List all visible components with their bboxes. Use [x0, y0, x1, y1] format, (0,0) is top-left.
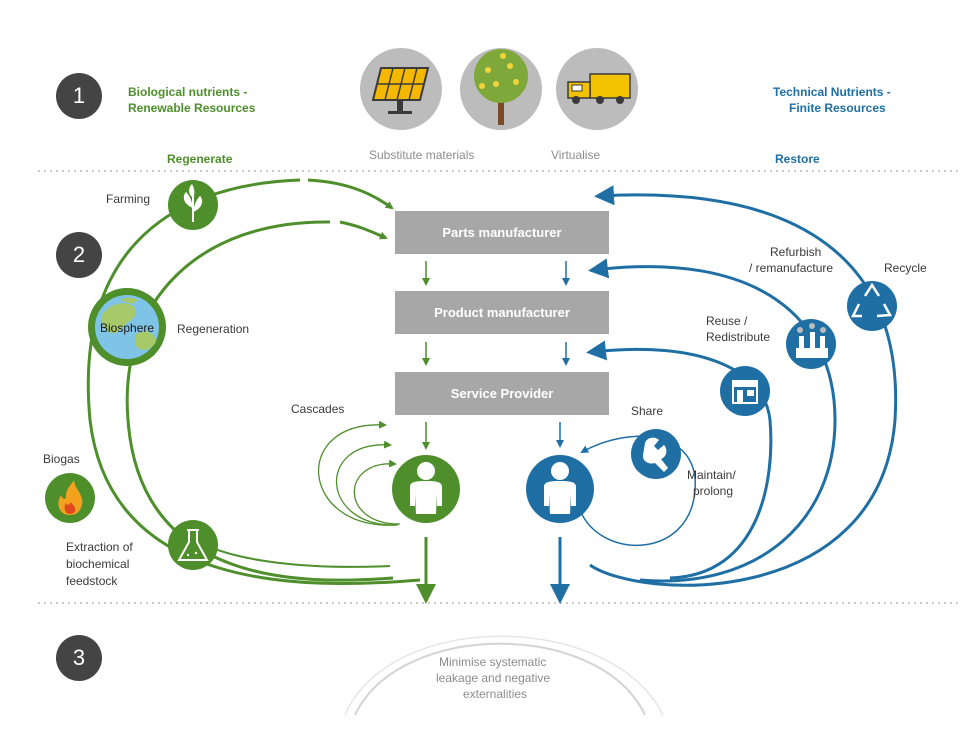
product-manufacturer-label: Product manufacturer	[395, 291, 609, 334]
refurbish-label-line2: / remanufacture	[749, 261, 834, 275]
maintain-label-line1: Maintain/	[687, 468, 736, 482]
reuse-label-line1: Reuse /	[706, 314, 748, 328]
shop-icon	[720, 366, 770, 416]
footer-line3: externalities	[463, 687, 528, 701]
user-icon	[526, 455, 594, 523]
truck-icon	[556, 48, 638, 130]
biosphere-label: Biosphere	[100, 321, 155, 335]
extraction-label-line2: biochemical	[66, 557, 130, 571]
extraction-label-line1: Extraction of	[66, 540, 133, 554]
extraction-label-line3: feedstock	[66, 574, 118, 588]
restore-label: Restore	[775, 152, 820, 166]
cascades-label: Cascades	[291, 402, 345, 416]
technical-loops	[586, 185, 898, 587]
reuse-label-line2: Redistribute	[706, 330, 771, 344]
parts-manufacturer-label: Parts manufacturer	[395, 211, 609, 254]
leaf-icon	[168, 180, 218, 230]
footer-line2: leakage and negative	[436, 671, 551, 685]
share-label: Share	[631, 404, 664, 418]
step-3-badge: 3	[56, 635, 102, 681]
maintain-label-line2: prolong	[693, 484, 734, 498]
leakage-arc	[354, 642, 646, 716]
footer-line1: Minimise systematic	[439, 655, 547, 669]
tree-icon	[460, 48, 542, 130]
person-icon	[392, 455, 460, 523]
biogas-label: Biogas	[43, 452, 80, 466]
bio-title-line2: Renewable Resources	[128, 101, 256, 115]
farming-label: Farming	[106, 192, 151, 206]
virtualise-label: Virtualise	[551, 148, 601, 162]
flow-arrows	[422, 261, 570, 450]
tech-title-line1: Technical Nutrients -	[773, 85, 891, 99]
step-1-badge: 1	[56, 73, 102, 119]
service-provider-label: Service Provider	[395, 372, 609, 415]
share-loop	[579, 435, 696, 547]
biosphere-icon	[88, 288, 166, 366]
wrench-icon	[631, 429, 681, 479]
leakage-arc-outer	[344, 635, 664, 716]
refurbish-label-line1: Refurbish	[770, 245, 822, 259]
substitute-materials-label: Substitute materials	[369, 148, 475, 162]
regeneration-label: Regeneration	[177, 322, 250, 336]
bio-title-line1: Biological nutrients -	[128, 85, 248, 99]
regenerate-label: Regenerate	[167, 152, 233, 166]
recycle-label: Recycle	[884, 261, 927, 275]
recycle-icon	[847, 281, 897, 331]
solar-panel-icon	[360, 48, 442, 130]
step-2-badge: 2	[56, 232, 102, 278]
factory-icon	[786, 319, 836, 369]
fire-icon	[45, 473, 95, 523]
flask-icon	[168, 520, 218, 570]
cascade-loops	[318, 420, 401, 526]
tech-title-line2: Finite Resources	[789, 101, 886, 115]
